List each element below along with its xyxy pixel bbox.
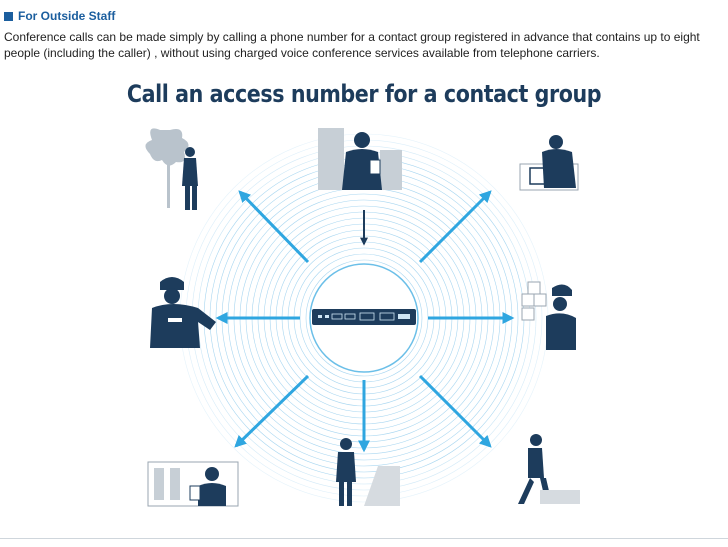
square-bullet-icon <box>4 11 13 21</box>
intro-paragraph: Conference calls can be made simply by c… <box>4 30 700 60</box>
section-title: For Outside Staff <box>18 9 116 23</box>
diagram-title: Call an access number for a contact grou… <box>126 80 602 108</box>
conference-diagram <box>145 128 580 507</box>
person-buildings-icon <box>318 128 402 190</box>
person-walking-icon <box>518 434 580 504</box>
person-computer-icon <box>519 135 579 191</box>
person-office-icon <box>147 461 239 507</box>
outgoing-arrows <box>215 190 515 453</box>
person-cap-icon <box>150 277 216 348</box>
section-header: For Outside Staff <box>4 9 115 23</box>
conference-unit-icon <box>312 309 416 325</box>
bottom-divider <box>0 538 728 539</box>
person-boxes-icon <box>521 281 576 350</box>
person-tree-icon <box>145 128 198 210</box>
person-counter-icon <box>336 438 400 506</box>
